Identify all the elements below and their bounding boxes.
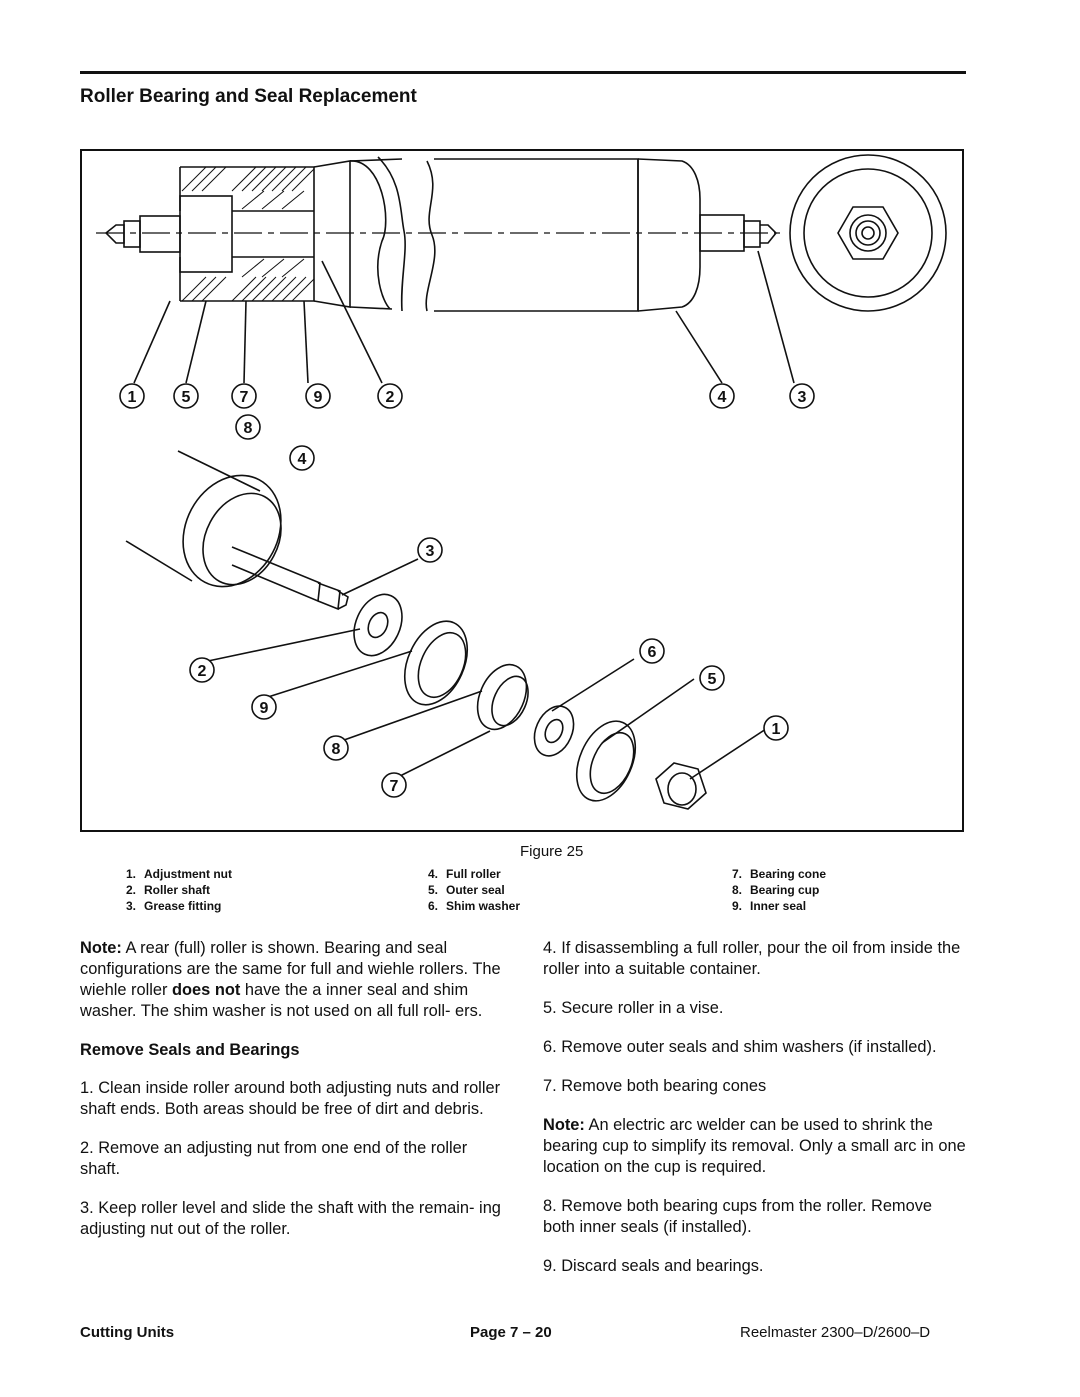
callout-bottom-6: 6 xyxy=(648,644,657,661)
callout-bottom-9: 9 xyxy=(260,700,269,717)
legend-item: 7.Bearing cone xyxy=(731,867,827,881)
callout-bottom-3: 3 xyxy=(426,543,435,560)
callout-bottom-8: 8 xyxy=(332,741,341,758)
step-3: 3. Keep roller level and slide the shaft… xyxy=(80,1199,501,1238)
step-4: 4. If disassembling a full roller, pour … xyxy=(543,939,961,978)
left-column: Note: A rear (full) roller is shown. Bea… xyxy=(80,938,504,1258)
legend-item: 9.Inner seal xyxy=(731,899,807,913)
step-6: 6. Remove outer seals and shim washers (… xyxy=(543,1038,937,1056)
legend-item: 8.Bearing cup xyxy=(731,883,820,897)
callout-top-4: 4 xyxy=(718,389,727,406)
callout-top-8: 8 xyxy=(244,420,253,437)
note-paragraph: Note: A rear (full) roller is shown. Bea… xyxy=(80,939,501,1020)
legend-item: 2.Roller shaft xyxy=(125,883,211,897)
legend-item: 3.Grease fitting xyxy=(125,899,222,913)
legend-item: 4.Full roller xyxy=(427,867,501,881)
step-8: 8. Remove both bearing cups from the rol… xyxy=(543,1197,933,1236)
callout-bottom-2: 2 xyxy=(198,663,207,680)
section-title: Roller Bearing and Seal Replacement xyxy=(80,86,417,107)
callout-bottom-4: 4 xyxy=(298,451,307,468)
footer-left: Cutting Units xyxy=(80,1324,175,1341)
legend-item: 6.Shim washer xyxy=(427,899,521,913)
figure-25: 1 5 7 9 2 4 3 8 4 3 2 9 8 7 6 5 1 xyxy=(80,149,964,832)
step-9: 9. Discard seals and bearings. xyxy=(543,1257,764,1275)
legend-col-2: 4.Full roller 5.Outer seal 6.Shim washer xyxy=(414,866,520,914)
roller-assembly-drawing: 1 5 7 9 2 4 3 8 4 3 2 9 8 7 6 5 1 xyxy=(96,154,947,810)
note-paragraph: Note: An electric arc welder can be used… xyxy=(543,1116,966,1176)
step-2: 2. Remove an adjusting nut from one end … xyxy=(80,1139,468,1178)
subheading: Remove Seals and Bearings xyxy=(80,1041,300,1059)
callout-top-3: 3 xyxy=(798,389,807,406)
right-column: 4. If disassembling a full roller, pour … xyxy=(543,938,967,1295)
callout-top-7: 7 xyxy=(240,389,249,406)
callout-top-1: 1 xyxy=(128,389,137,406)
footer-right: Reelmaster 2300–D/2600–D xyxy=(740,1324,931,1341)
legend-item: 1.Adjustment nut xyxy=(125,867,232,881)
legend-col-1: 1.Adjustment nut 2.Roller shaft 3.Grease… xyxy=(112,866,232,914)
callout-bottom-7: 7 xyxy=(390,778,399,795)
legend-item: 5.Outer seal xyxy=(427,883,505,897)
callout-top-2: 2 xyxy=(386,389,395,406)
callout-bottom-5: 5 xyxy=(708,671,717,688)
footer-page-number: Page 7 – 20 xyxy=(470,1324,552,1341)
step-5: 5. Secure roller in a vise. xyxy=(543,999,724,1017)
step-1: 1. Clean inside roller around both adjus… xyxy=(80,1079,501,1118)
figure-caption: Figure 25 xyxy=(520,843,584,860)
step-7: 7. Remove both bearing cones xyxy=(543,1077,767,1095)
callout-bottom-1: 1 xyxy=(772,721,781,738)
header-rule xyxy=(80,71,966,74)
legend-col-3: 7.Bearing cone 8.Bearing cup 9.Inner sea… xyxy=(718,866,826,914)
callout-top-5: 5 xyxy=(182,389,191,406)
callout-top-9: 9 xyxy=(314,389,323,406)
